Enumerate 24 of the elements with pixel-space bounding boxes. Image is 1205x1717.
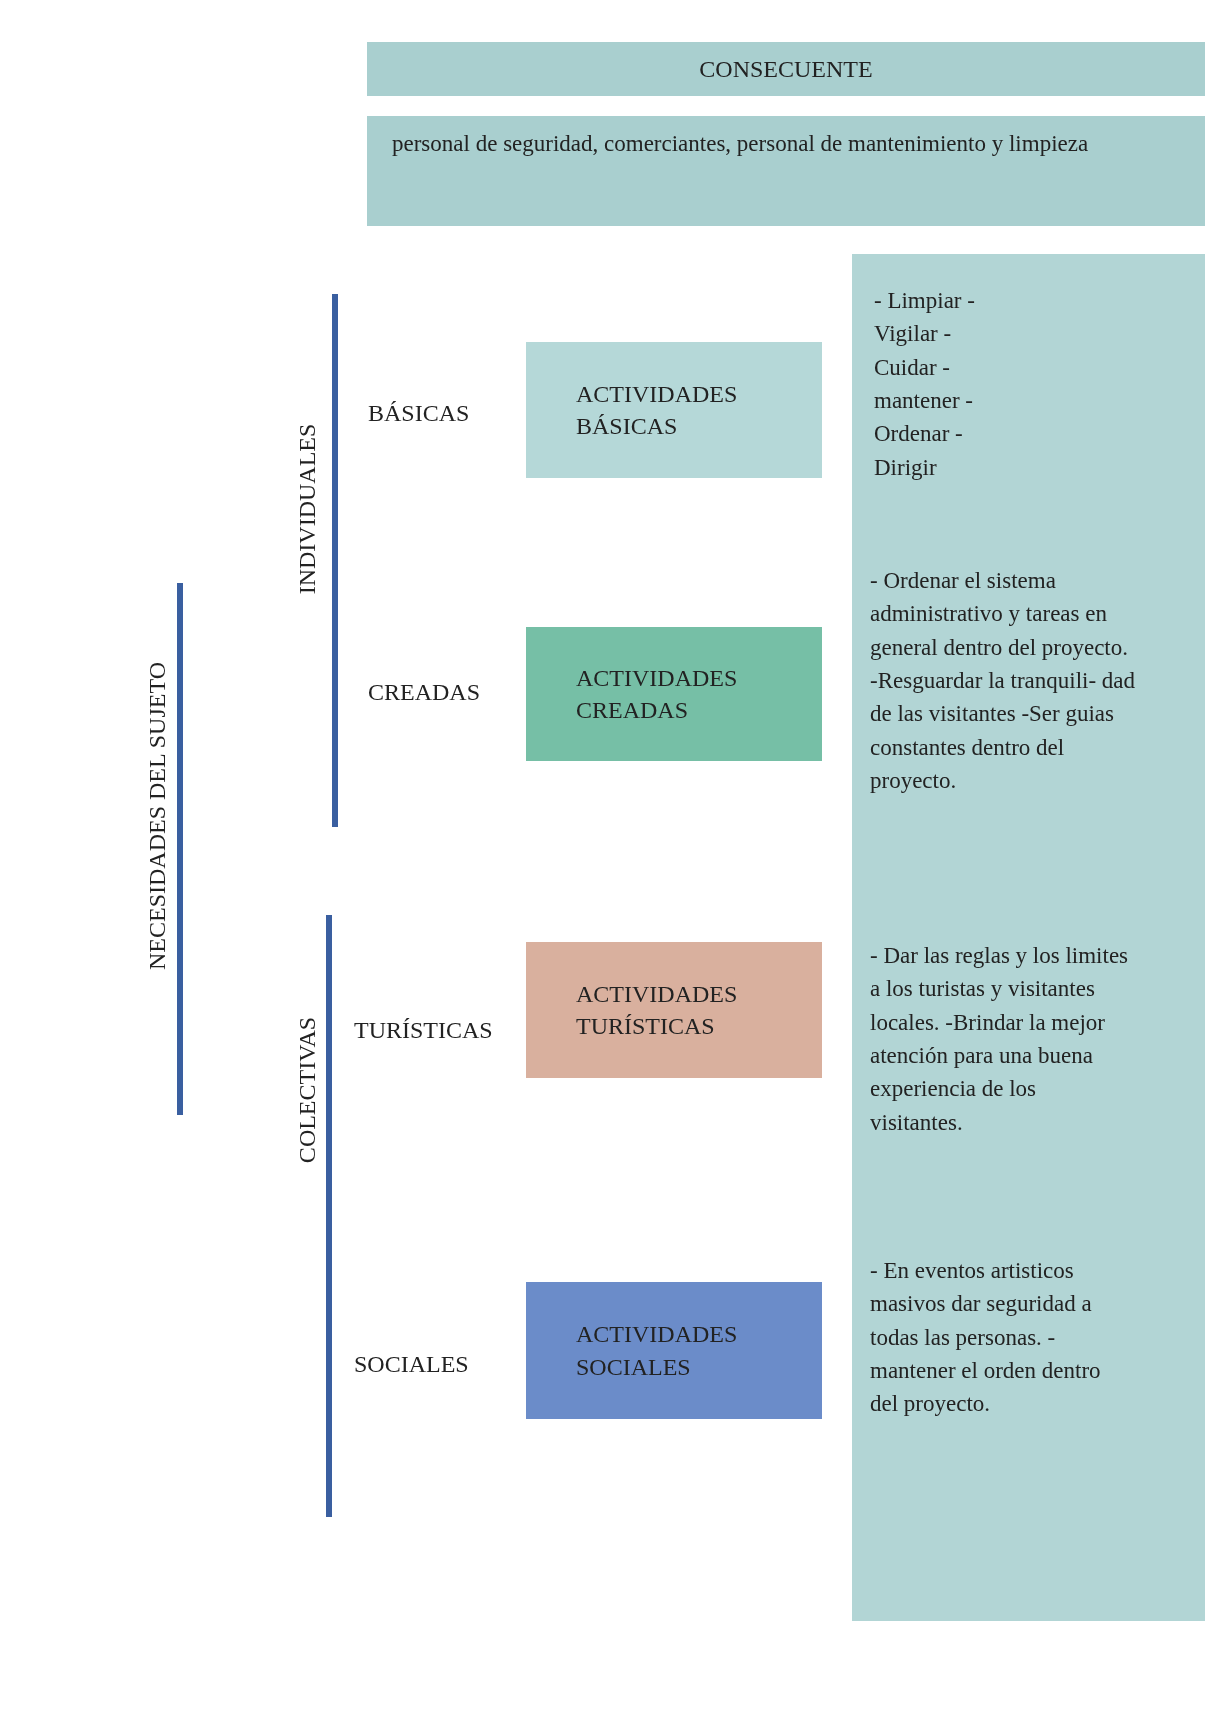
activity-description: - Ordenar el sistema administrativo y tareas en general dentro del proyecto. -Resguardar la tranquili- dad de las visitantes -Ser guias constantes dentro del proyecto. (870, 567, 1137, 796)
category-label: NECESIDADES DEL SUJETO (143, 662, 171, 970)
description-text: personal de seguridad, comerciantes, personal de mantenimiento y limpieza (392, 130, 1090, 158)
activity-description: - En eventos artisticos masivos dar seguridad a todas las personas. -mantener el orden dentro del proyecto. (870, 1257, 1102, 1419)
category-label: COLECTIVAS (293, 1016, 321, 1164)
activities-panel (852, 254, 1205, 1621)
category-label: CREADAS (368, 678, 481, 707)
header-band (367, 42, 1205, 96)
box-title: ACTIVIDADES CREADAS (576, 663, 739, 725)
description-band (367, 116, 1205, 226)
activity-box (526, 342, 822, 478)
category-label: INDIVIDUALES (293, 423, 321, 595)
category-label: TURÍSTICAS (354, 1016, 493, 1045)
activity-box (526, 1282, 822, 1419)
category-label: SOCIALES (354, 1350, 469, 1379)
header-text: CONSECUENTE (699, 55, 873, 83)
activity-description: - Dar las reglas y los limites a los turistas y visitantes locales. -Brindar la mejor atención para una buena experiencia de los visitantes. (870, 942, 1130, 1137)
box-title: ACTIVIDADES BÁSICAS (576, 379, 739, 441)
activity-box (526, 627, 822, 761)
box-title: ACTIVIDADES SOCIALES (576, 1320, 739, 1382)
activity-box (526, 942, 822, 1078)
category-label: BÁSICAS (368, 399, 470, 428)
box-title: ACTIVIDADES TURÍSTICAS (576, 979, 739, 1041)
activity-description: - Limpiar - Vigilar -Cuidar - mantener -Ordenar -Dirigir (874, 287, 976, 482)
